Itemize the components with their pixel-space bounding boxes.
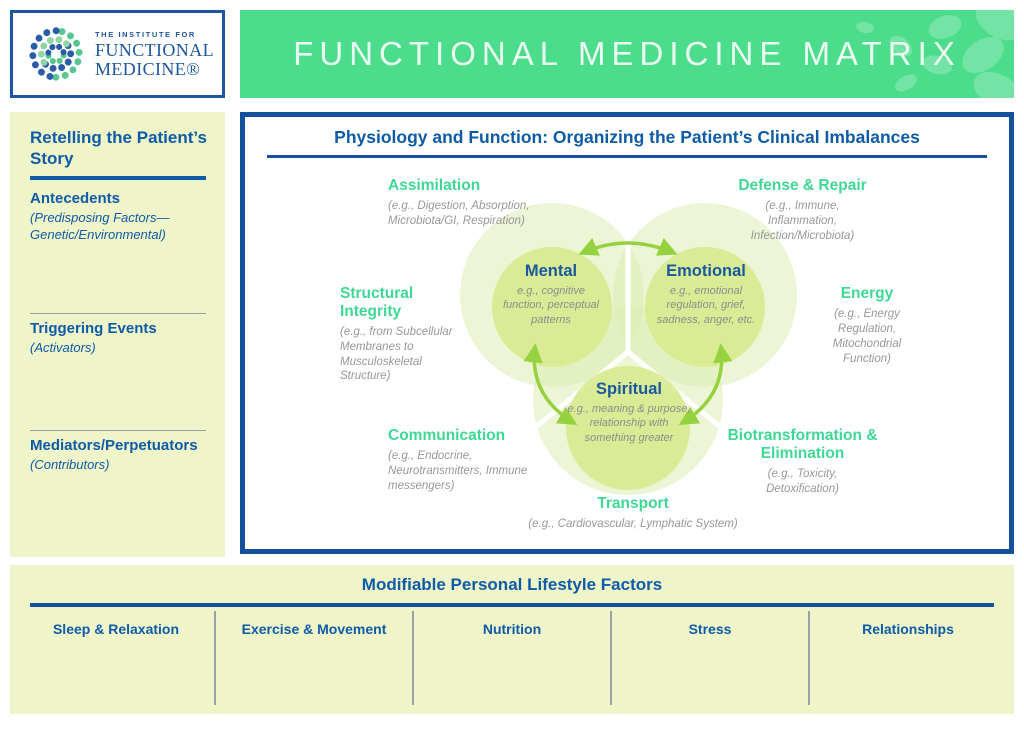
node-label: Communication — [388, 427, 506, 444]
node-communication: Communication (e.g., Endocrine, Neurotra… — [388, 427, 560, 494]
venn-desc: e.g., emotional regulation, grief, sadne… — [656, 285, 756, 326]
lifestyle-columns: Sleep & Relaxation Exercise & Movement N… — [18, 611, 1006, 705]
sidebar-section-antecedents: Antecedents (Predisposing Factors— Genet… — [30, 190, 212, 244]
lifestyle-column-relationships: Relationships — [808, 611, 1006, 705]
node-desc: (e.g., Cardiovascular, Lymphatic System) — [528, 517, 738, 530]
matrix-title-rule — [267, 155, 987, 158]
node-desc: (e.g., from Subcellular Membranes to Mus… — [340, 325, 453, 383]
node-structural-integrity: Structural Integrity (e.g., from Subcell… — [340, 285, 458, 384]
lifestyle-column-stress: Stress — [610, 611, 808, 705]
section-heading: Triggering Events — [30, 320, 157, 337]
lifestyle-column-nutrition: Nutrition — [412, 611, 610, 705]
banner-deco-oval — [892, 70, 920, 96]
venn-label: Spiritual — [595, 380, 662, 398]
ifm-logo-text: THE INSTITUTE FOR FUNCTIONAL MEDICINE® — [95, 30, 214, 79]
retelling-story-sidebar: Retelling the Patient’s Story Antecedent… — [10, 112, 225, 557]
node-desc: (e.g., Immune, Inflammation, Infection/M… — [750, 199, 855, 242]
venn-spiritual: Spiritual e.g., meaning & purpose, relat… — [565, 380, 693, 445]
node-energy: Energy (e.g., Energy Regulation, Mitocho… — [792, 285, 942, 367]
lifestyle-column-sleep: Sleep & Relaxation — [18, 611, 214, 705]
venn-label: Emotional — [666, 262, 746, 280]
venn-emotional: Emotional e.g., emotional regulation, gr… — [648, 262, 764, 327]
sidebar-divider — [30, 430, 206, 431]
page-title: FUNCTIONAL MEDICINE MATRIX — [293, 35, 961, 72]
lifestyle-factor-label: Relationships — [862, 621, 954, 637]
sidebar-title-rule — [30, 176, 206, 180]
lifestyle-title-rule — [30, 603, 994, 607]
sidebar-title: Retelling the Patient’s Story — [30, 128, 207, 168]
matrix-title: Physiology and Function: Organizing the … — [334, 127, 920, 147]
node-label: Energy — [840, 285, 894, 302]
section-subtext: (Activators) — [30, 340, 96, 355]
section-heading: Antecedents — [30, 190, 121, 207]
node-assimilation: Assimilation (e.g., Digestion, Absorptio… — [388, 177, 558, 229]
banner: FUNCTIONAL MEDICINE MATRIX — [240, 10, 1014, 98]
node-label: Defense & Repair — [738, 177, 867, 194]
ifm-logo: THE INSTITUTE FOR FUNCTIONAL MEDICINE® — [10, 10, 225, 98]
banner-deco-oval — [855, 20, 875, 35]
section-heading: Mediators/Perpetuators — [30, 437, 198, 454]
node-label: Assimilation — [388, 177, 481, 194]
venn-mental: Mental e.g., cognitive function, percept… — [495, 262, 607, 327]
node-biotransformation-elimination: Biotransformation & Elimination (e.g., T… — [710, 427, 895, 497]
node-defense-repair: Defense & Repair (e.g., Immune, Inflamma… — [710, 177, 895, 244]
lifestyle-factor-label: Sleep & Relaxation — [52, 621, 180, 637]
logo-medicine-line: MEDICINE® — [95, 58, 201, 79]
sidebar-section-mediators: Mediators/Perpetuators (Contributors) — [30, 437, 212, 474]
node-desc: (e.g., Endocrine, Neurotransmitters, Imm… — [388, 449, 528, 492]
ifm-swirl-icon — [29, 27, 83, 81]
node-desc: (e.g., Energy Regulation, Mitochondrial … — [832, 307, 902, 365]
section-subtext: (Predisposing Factors— Genetic/Environme… — [30, 210, 170, 242]
clinical-imbalances-matrix: Physiology and Function: Organizing the … — [240, 112, 1014, 554]
sidebar-section-triggering-events: Triggering Events (Activators) — [30, 320, 212, 357]
venn-label: Mental — [524, 262, 578, 280]
node-label: Structural Integrity — [340, 285, 414, 320]
node-desc: (e.g., Toxicity, Detoxification) — [766, 467, 839, 495]
lifestyle-column-exercise: Exercise & Movement — [214, 611, 412, 705]
node-transport: Transport (e.g., Cardiovascular, Lymphat… — [483, 495, 783, 532]
node-label: Transport — [597, 495, 669, 512]
node-desc: (e.g., Digestion, Absorption, Microbiota… — [388, 199, 530, 227]
lifestyle-factors-panel: Modifiable Personal Lifestyle Factors Sl… — [10, 565, 1014, 714]
lifestyle-title: Modifiable Personal Lifestyle Factors — [361, 575, 663, 594]
logo-institute-line: THE INSTITUTE FOR — [95, 29, 196, 39]
sidebar-divider — [30, 313, 206, 314]
lifestyle-factor-label: Nutrition — [482, 621, 542, 637]
node-label: Biotransformation & Elimination — [727, 427, 878, 462]
lifestyle-factor-label: Stress — [688, 621, 732, 637]
section-subtext: (Contributors) — [30, 457, 110, 472]
lifestyle-factor-label: Exercise & Movement — [241, 621, 387, 637]
venn-desc: e.g., cognitive function, perceptual pat… — [502, 285, 599, 326]
venn-desc: e.g., meaning & purpose, relationship wi… — [567, 403, 691, 444]
logo-functional-line: FUNCTIONAL — [95, 39, 214, 60]
mental-emotional-arrow — [578, 238, 678, 256]
